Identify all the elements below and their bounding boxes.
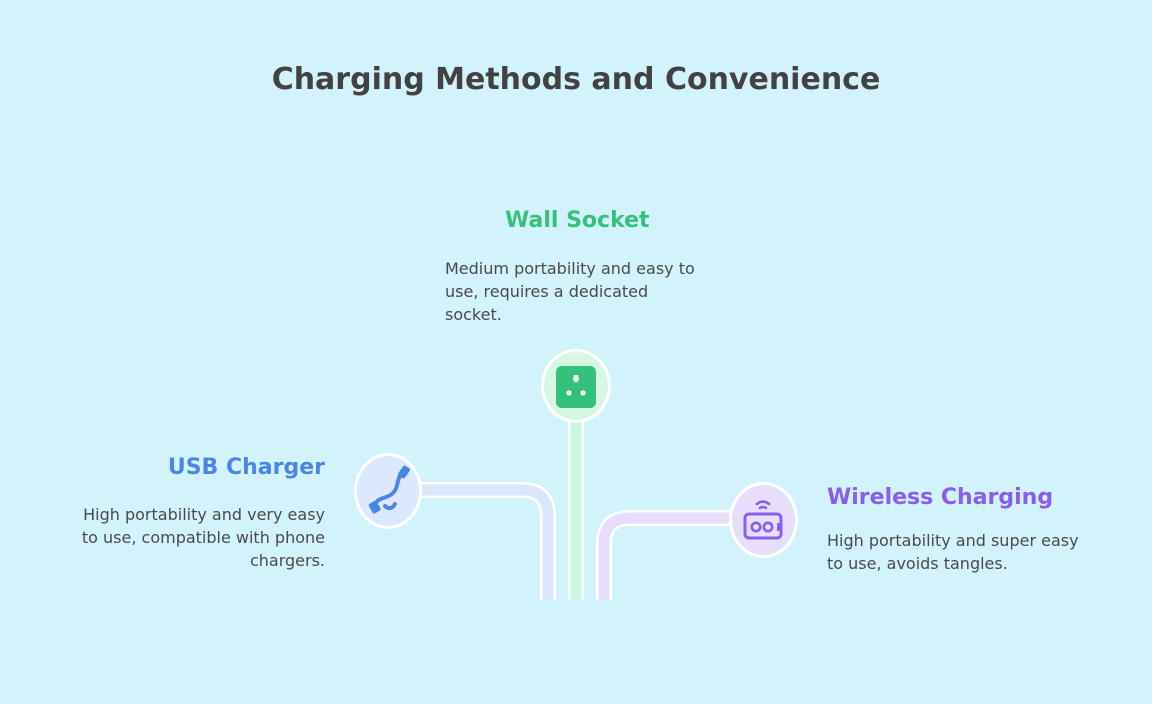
usb-connector-line: [418, 482, 556, 600]
wall-socket-description: Medium portability and easy to use, requ…: [445, 259, 695, 324]
usb-charger-description: High portability and very easy to use, c…: [81, 505, 325, 570]
diagram-title: Charging Methods and Convenience: [271, 62, 881, 97]
wall-socket-icon: [556, 366, 596, 408]
wireless-charging-heading: Wireless Charging: [827, 485, 1054, 510]
wall-socket-heading: Wall Socket: [505, 208, 650, 233]
wireless-charger-icon: [743, 500, 783, 540]
wireless-charging-description: High portability and super easy to use, …: [827, 531, 1079, 573]
usb-cable-icon: [368, 465, 410, 514]
usb-charger-node: [354, 453, 422, 529]
usb-charger-heading: USB Charger: [167, 455, 325, 480]
wireless-charging-node: [729, 482, 798, 558]
wall-socket-node: [541, 349, 611, 423]
wireless-connector-line: [596, 510, 734, 600]
